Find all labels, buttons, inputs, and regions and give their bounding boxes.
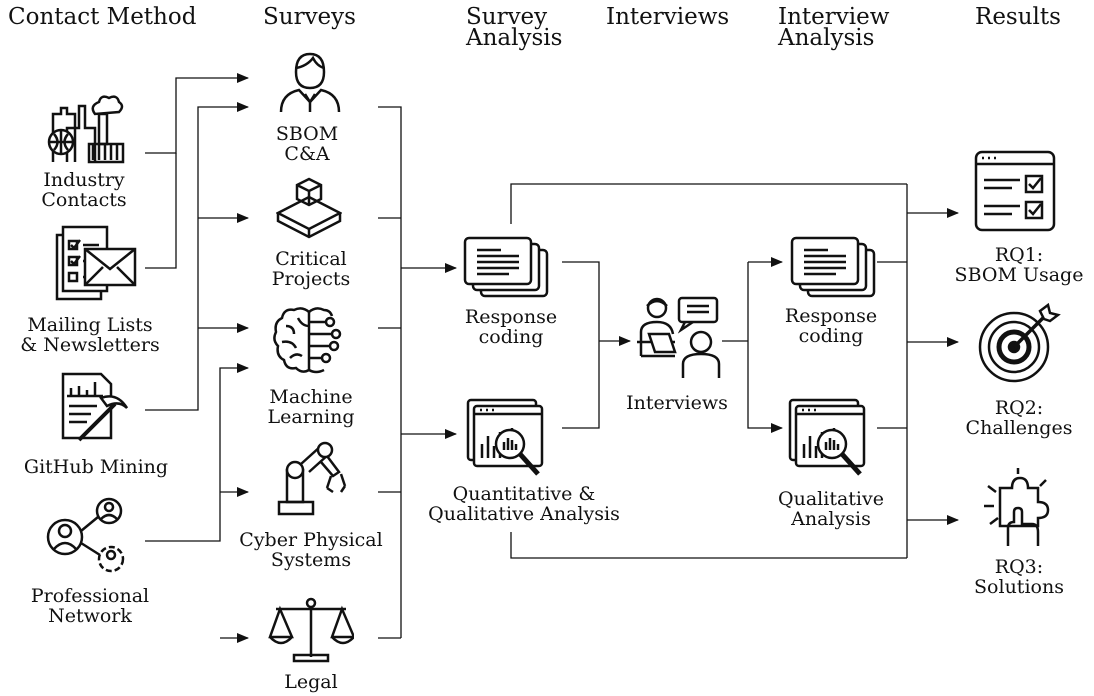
header-interviews: Interviews	[606, 4, 730, 30]
label-professional-network: Professional Network	[30, 585, 150, 627]
cube-box-icon	[276, 177, 342, 239]
label-interviews: Interviews	[626, 392, 728, 414]
header-surveys: Surveys	[263, 4, 356, 30]
label-cyber-physical-systems: Cyber Physical Systems	[239, 529, 383, 571]
label-quant-qual-analysis: Quantitative & Qualitative Analysis	[428, 483, 620, 525]
label-survey-response-coding: Response coding	[464, 306, 558, 348]
document-stack-icon	[463, 236, 549, 298]
label-rq1: RQ1: SBOM Usage	[954, 244, 1084, 286]
label-interview-response-coding: Response coding	[784, 305, 878, 347]
bypass-top	[510, 183, 907, 224]
label-critical-projects: Critical Projects	[271, 248, 351, 290]
header-interview-analysis: Interview Analysis	[778, 4, 890, 51]
robot-arm-icon	[275, 440, 353, 516]
header-contact-method: Contact Method	[8, 4, 197, 30]
factory-icon	[45, 86, 125, 164]
checklist-icon	[974, 150, 1056, 232]
label-github-mining: GitHub Mining	[23, 456, 169, 478]
label-legal: Legal	[284, 671, 338, 693]
connector-network	[145, 363, 249, 542]
label-machine-learning: Machine Learning	[267, 386, 355, 428]
github-mining-icon	[57, 372, 129, 444]
connector-industry	[145, 73, 249, 154]
label-industry-contacts: Industry Contacts	[41, 169, 127, 211]
header-results: Results	[975, 4, 1061, 30]
label-rq2: RQ2: Challenges	[965, 397, 1073, 439]
scales-icon	[268, 595, 354, 667]
brain-circuit-icon	[272, 306, 346, 376]
analysis-chart-icon	[466, 398, 550, 482]
mail-list-icon	[55, 225, 137, 303]
label-mailing-lists: Mailing Lists & Newsletters	[20, 314, 160, 356]
label-qualitative-analysis: Qualitative Analysis	[778, 488, 884, 530]
puzzle-hand-icon	[978, 466, 1058, 546]
interview-icon	[635, 294, 723, 380]
connector-survey-bus	[378, 106, 402, 638]
network-icon	[45, 497, 129, 573]
analysis-chart-icon	[788, 398, 872, 482]
bypass-bottom	[510, 532, 907, 559]
label-sbom-ca: SBOM C&A	[275, 123, 339, 165]
connector-mailing	[145, 153, 177, 269]
document-stack-icon	[790, 236, 876, 298]
target-icon	[978, 303, 1062, 383]
label-rq3: RQ3: Solutions	[974, 556, 1064, 598]
header-survey-analysis: Survey Analysis	[466, 4, 563, 51]
connector-github	[145, 102, 249, 411]
person-icon	[279, 50, 341, 114]
